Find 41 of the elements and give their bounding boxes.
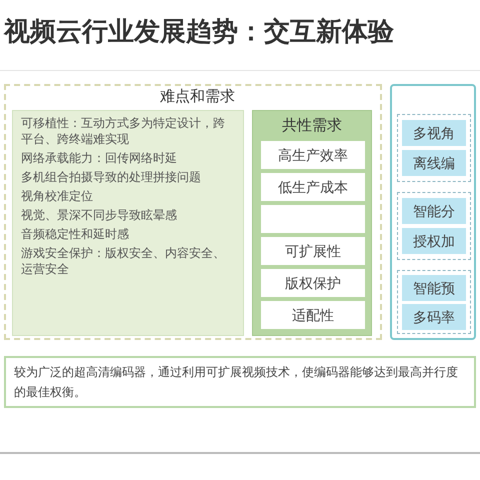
feature-box	[402, 275, 466, 301]
panel-heading: 共性需求	[281, 116, 343, 136]
list-item: 可移植性：互动方式多为特定设计，跨平台、跨终端难实现	[21, 115, 226, 147]
box-label: 多视角	[413, 124, 455, 142]
list-item: 游戏安全保护：版权安全、内容安全、运营安全	[21, 245, 226, 277]
box-label: 高生产效率	[278, 146, 348, 164]
box-label: 可扩展性	[285, 242, 341, 260]
dashed-group-box	[397, 114, 471, 182]
requirement-panel	[252, 110, 372, 336]
title: 视频云行业发展趋势：交互新体验	[4, 15, 394, 48]
feature-box	[402, 120, 466, 146]
requirement-box	[261, 205, 365, 233]
requirement-box	[261, 141, 365, 169]
note-text: 较为广泛的超高清编码器，通过利用可扩展视频技术，使编码器能够达到最高并行度的最佳权衡。	[14, 364, 459, 401]
feature-box	[402, 228, 466, 254]
note-box	[4, 356, 476, 408]
box-label: 适配性	[292, 306, 334, 324]
requirement-box	[261, 173, 365, 201]
list-item: 视角校准定位	[21, 188, 94, 204]
requirement-box	[261, 237, 365, 265]
box-label: 低生产成本	[278, 178, 348, 196]
box-label: 离线编	[413, 154, 455, 172]
list-panel	[12, 110, 244, 336]
feature-box	[402, 150, 466, 176]
list-item: 音频稳定性和延时感	[21, 226, 130, 242]
requirement-box	[261, 269, 365, 297]
box-label: 智能分	[413, 202, 455, 220]
box-label: 版权保护	[285, 274, 341, 292]
list-item: 视觉、景深不同步导致眩晕感	[21, 207, 178, 223]
box-label: 智能预	[413, 278, 455, 298]
box-label: 多码率	[413, 308, 455, 326]
dashed-group-box	[4, 84, 382, 340]
solution-panel	[390, 84, 476, 340]
box-label: 授权加	[413, 232, 455, 250]
list-item: 多机组合拍摄导致的处理拼接问题	[21, 169, 202, 185]
dashed-group-box	[397, 192, 471, 260]
dashed-group-box	[397, 270, 471, 334]
list-item: 网络承载能力：回传网络时延	[21, 150, 178, 166]
feature-box	[402, 198, 466, 224]
requirement-box	[261, 301, 365, 329]
feature-box	[402, 304, 466, 330]
